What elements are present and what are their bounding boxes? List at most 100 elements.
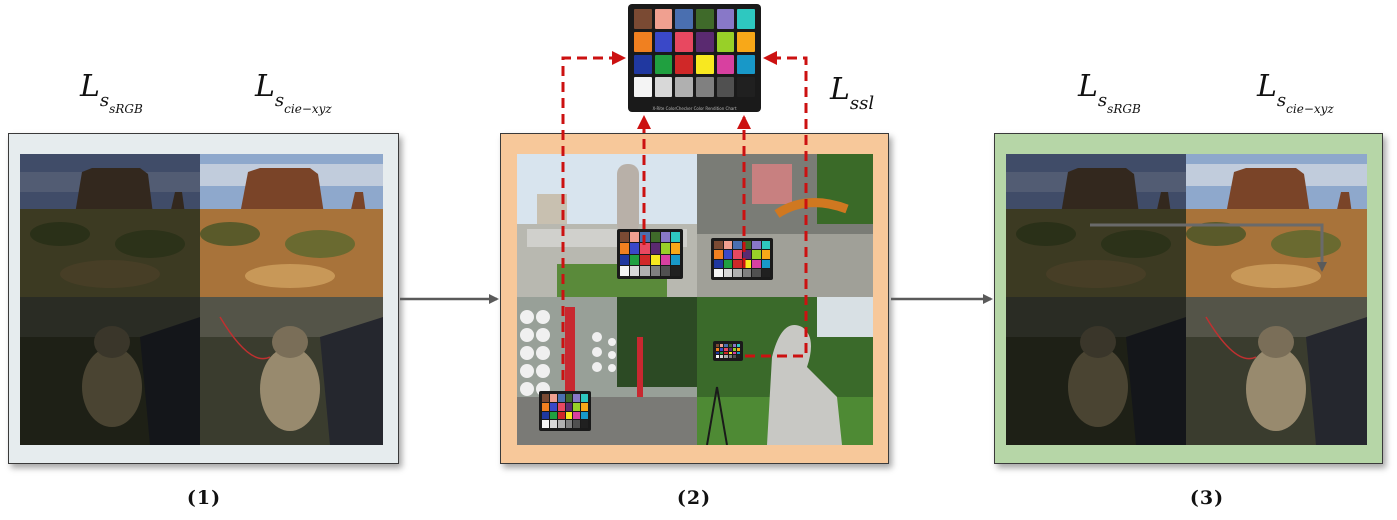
color-swatch xyxy=(733,259,742,268)
color-swatch xyxy=(581,394,588,402)
colorchecker-chart: X-Rite ColorChecker Color Rendition Char… xyxy=(628,4,761,112)
color-swatch xyxy=(660,232,670,243)
color-swatch xyxy=(675,9,693,29)
color-swatch xyxy=(670,243,680,254)
color-swatch xyxy=(732,355,736,358)
color-swatch xyxy=(724,351,728,355)
color-swatch xyxy=(742,250,751,259)
label-loss-srgb-1: LssRGB xyxy=(80,69,143,116)
color-swatch xyxy=(724,355,728,358)
color-swatch xyxy=(714,241,723,250)
color-swatch xyxy=(581,420,588,428)
color-swatch xyxy=(573,420,581,428)
color-swatch xyxy=(565,402,573,411)
color-swatch xyxy=(742,259,751,268)
mini-colorchecker-c xyxy=(539,391,591,431)
color-swatch xyxy=(620,265,630,276)
panel-2-colorchecker-images xyxy=(500,133,889,464)
color-swatch xyxy=(557,402,565,411)
label-loss-srgb-3: LssRGB xyxy=(1078,69,1141,116)
color-swatch xyxy=(620,232,630,243)
color-swatch xyxy=(737,77,755,97)
dog-output-ciexyz xyxy=(1186,297,1367,445)
color-swatch xyxy=(565,394,573,402)
color-swatch xyxy=(720,344,724,347)
color-swatch xyxy=(716,347,720,351)
color-swatch xyxy=(716,77,735,97)
color-swatch xyxy=(640,232,650,243)
color-swatch xyxy=(736,355,740,358)
color-swatch xyxy=(542,411,549,420)
mini-colorchecker-a xyxy=(617,229,683,279)
color-swatch xyxy=(565,420,573,428)
color-swatch xyxy=(650,232,660,243)
color-swatch xyxy=(723,259,732,268)
color-swatch xyxy=(549,420,557,428)
color-swatch xyxy=(723,268,732,277)
color-swatch xyxy=(716,344,720,347)
label-loss-ciexyz-1: Lscie−xyz xyxy=(255,69,332,116)
label-loss-ciexyz-3: Lscie−xyz xyxy=(1257,69,1334,116)
caption-panel-3: (3) xyxy=(1189,487,1225,509)
color-swatch xyxy=(732,347,736,351)
color-swatch xyxy=(542,402,549,411)
color-swatch xyxy=(714,259,723,268)
color-swatch xyxy=(634,9,652,29)
color-swatch xyxy=(752,241,761,250)
color-swatch xyxy=(720,355,724,358)
dog-output-srgb xyxy=(1006,297,1186,445)
color-swatch xyxy=(732,344,736,347)
color-swatch xyxy=(752,268,761,277)
color-swatch xyxy=(640,265,650,276)
lion-statue-checker-image-d xyxy=(697,297,873,445)
color-swatch xyxy=(650,254,660,265)
color-swatch xyxy=(714,268,723,277)
dog-image-ciexyz xyxy=(200,297,383,445)
color-swatch xyxy=(742,268,751,277)
color-swatch xyxy=(732,351,736,355)
color-swatch xyxy=(654,77,673,97)
color-swatch xyxy=(695,77,714,97)
color-swatch xyxy=(737,54,755,75)
desert-image-srgb xyxy=(20,154,200,297)
color-swatch xyxy=(634,77,652,97)
color-swatch xyxy=(670,232,680,243)
color-swatch xyxy=(714,250,723,259)
color-swatch xyxy=(650,243,660,254)
color-swatch xyxy=(716,54,735,75)
color-swatch xyxy=(675,31,693,52)
color-swatch xyxy=(736,344,740,347)
color-swatch xyxy=(573,394,581,402)
color-swatch xyxy=(660,265,670,276)
color-swatch xyxy=(733,250,742,259)
color-swatch xyxy=(736,351,740,355)
color-swatch xyxy=(728,355,732,358)
color-swatch xyxy=(695,31,714,52)
color-swatch xyxy=(557,394,565,402)
color-swatch xyxy=(549,411,557,420)
color-swatch xyxy=(640,254,650,265)
colorchecker-brand-text: X-Rite ColorChecker Color Rendition Char… xyxy=(652,106,737,111)
color-swatch xyxy=(542,394,549,402)
color-swatch xyxy=(733,268,742,277)
color-swatch xyxy=(630,265,640,276)
color-swatch xyxy=(737,9,755,29)
color-swatch xyxy=(634,54,652,75)
color-swatch xyxy=(557,420,565,428)
color-swatch xyxy=(675,54,693,75)
color-swatch xyxy=(728,347,732,351)
color-swatch xyxy=(670,265,680,276)
color-swatch xyxy=(761,241,770,250)
color-swatch xyxy=(542,420,549,428)
color-swatch xyxy=(736,347,740,351)
color-swatch xyxy=(716,351,720,355)
color-swatch xyxy=(761,268,770,277)
color-swatch xyxy=(752,250,761,259)
color-swatch xyxy=(761,250,770,259)
dog-image-srgb xyxy=(20,297,200,445)
color-swatch xyxy=(660,254,670,265)
caption-panel-2: (2) xyxy=(676,487,712,509)
color-swatch xyxy=(733,241,742,250)
color-swatch xyxy=(761,259,770,268)
mini-colorchecker-b xyxy=(711,238,773,280)
